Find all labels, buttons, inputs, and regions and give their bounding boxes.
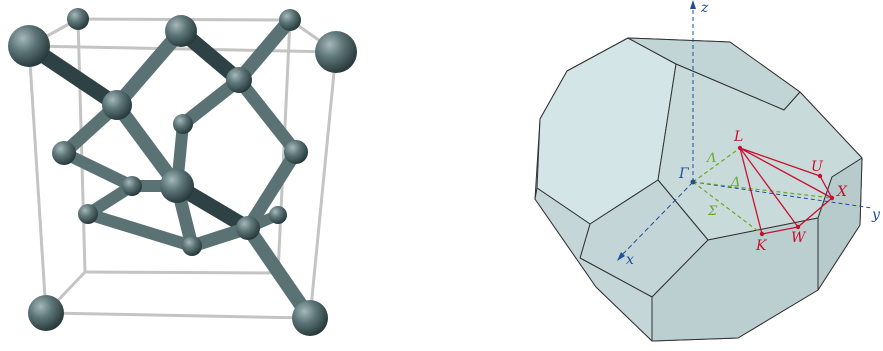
atoms xyxy=(8,8,357,336)
X-label: X xyxy=(836,184,848,200)
x-axis xyxy=(619,181,694,258)
L-label: L xyxy=(733,129,743,145)
y-axis xyxy=(692,181,873,209)
atom xyxy=(28,295,64,331)
atom xyxy=(226,67,252,93)
atom xyxy=(279,9,301,31)
atom xyxy=(122,176,142,196)
atom xyxy=(160,169,194,203)
atom xyxy=(8,25,50,67)
z-axis-label: z xyxy=(700,0,709,16)
gamma-label: Γ xyxy=(678,166,690,182)
y-axis-label: y xyxy=(871,207,881,223)
sigma-line xyxy=(692,181,763,235)
atom xyxy=(182,236,202,256)
W-point xyxy=(795,224,801,230)
atom xyxy=(52,141,76,165)
atom xyxy=(269,206,287,224)
atom xyxy=(67,8,89,30)
diamond-crystal-structure xyxy=(8,8,357,336)
atom xyxy=(315,31,357,73)
sigma-label: Σ xyxy=(707,204,718,219)
delta-label: Δ xyxy=(730,175,740,190)
atom xyxy=(173,114,193,134)
gamma-point xyxy=(690,179,696,185)
U-label: U xyxy=(811,159,824,175)
irreducible-wedge xyxy=(739,147,833,235)
X-point xyxy=(829,195,835,201)
U-point xyxy=(817,173,823,179)
atom xyxy=(165,15,197,47)
symmetry-lines xyxy=(692,147,833,235)
W-label: W xyxy=(791,230,807,246)
bz-face-right xyxy=(817,157,863,291)
brillouin-zone xyxy=(534,37,863,342)
lambda-label: Λ xyxy=(706,151,716,166)
atom xyxy=(236,216,260,240)
L-point xyxy=(737,145,743,151)
high-symmetry-points xyxy=(690,145,835,237)
K-label: K xyxy=(755,238,768,254)
lambda-line xyxy=(692,147,741,183)
bz-face-lower-wedge xyxy=(534,187,653,342)
atom xyxy=(284,140,308,164)
bz-axes xyxy=(617,0,873,261)
atom xyxy=(292,300,328,336)
K-point xyxy=(759,231,765,237)
atom xyxy=(78,204,98,224)
bz-labels: z y x Γ L U X K W Λ Δ Σ xyxy=(626,0,881,268)
delta-line xyxy=(692,181,833,199)
x-axis-label: x xyxy=(626,252,634,268)
atom xyxy=(102,90,132,120)
